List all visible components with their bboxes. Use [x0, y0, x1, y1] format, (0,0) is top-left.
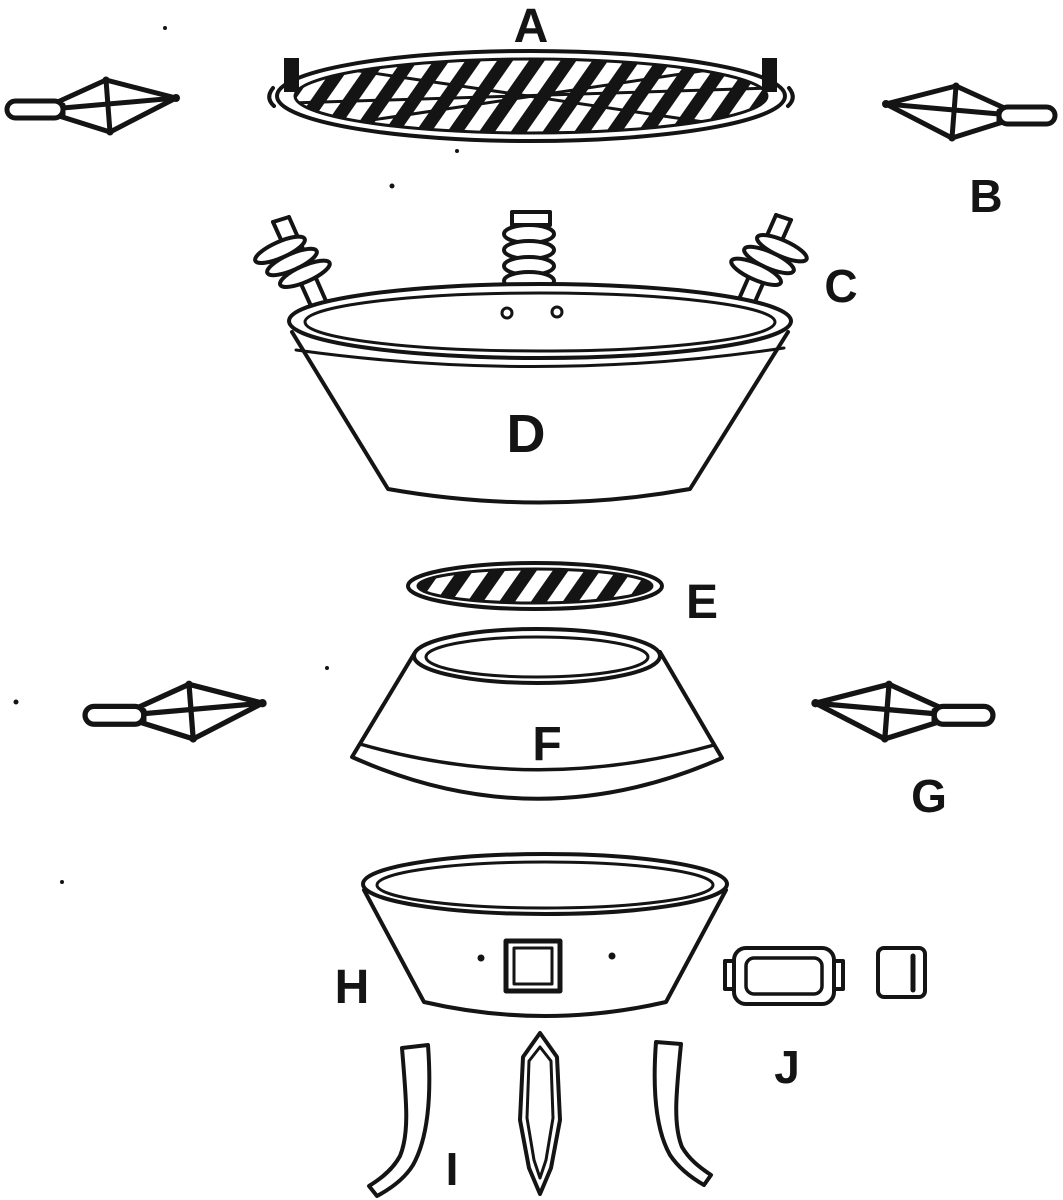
part-a-cooking-grate-drawing — [267, 49, 795, 143]
leg-right — [652, 1040, 713, 1187]
grate-left-tab — [284, 58, 299, 92]
bolt-hole — [500, 306, 514, 320]
bowl-rim-inner — [303, 291, 777, 353]
ring-top-inner — [424, 635, 650, 679]
part-j-damper-drawing — [723, 946, 927, 1006]
grate-left-hook — [267, 86, 276, 108]
rivet-dot — [477, 954, 485, 962]
part-label-j: J — [774, 1041, 800, 1093]
part-g-handle-left-drawing — [85, 681, 267, 743]
part-b-handle-left-drawing — [7, 77, 180, 136]
bowl-body — [290, 330, 790, 505]
left-strut-spring — [253, 215, 332, 308]
part-c-springs-drawing — [253, 210, 809, 316]
bowl-seam-line — [294, 346, 786, 369]
vent-opening-inner — [512, 946, 554, 986]
part-b-handle-right-drawing — [882, 83, 1055, 142]
part-d-upper-bowl-drawing — [287, 282, 793, 505]
part-label-e: E — [686, 576, 718, 629]
leg-left — [367, 1043, 432, 1198]
bolt-hole — [550, 305, 564, 319]
part-label-c: C — [824, 260, 857, 312]
part-label-d: D — [507, 404, 546, 464]
base-rim-inner — [375, 860, 715, 910]
grate-wire-lines — [295, 61, 767, 132]
part-labels: A B C D E F G H I J — [335, 0, 1003, 1195]
grate-right-hook — [786, 86, 795, 108]
part-label-i: I — [446, 1143, 459, 1195]
part-i-legs-drawing — [367, 1031, 713, 1198]
damper-frame-inner — [744, 956, 824, 996]
part-g-handle-right-drawing — [811, 681, 993, 743]
damper-plate — [876, 946, 927, 999]
part-e-charcoal-grate-drawing — [406, 561, 664, 611]
part-label-h: H — [335, 961, 370, 1014]
right-strut-spring — [729, 213, 809, 306]
part-h-lower-bowl-drawing — [361, 852, 729, 1018]
grate-right-tab — [762, 58, 777, 92]
scan-specks — [13, 26, 459, 884]
part-label-a: A — [514, 0, 549, 53]
rivet-dot — [608, 952, 616, 960]
charcoal-grate-hatched — [416, 567, 654, 605]
leg-center-inner — [525, 1045, 555, 1180]
part-label-b: B — [969, 170, 1002, 222]
part-f-base-ring-drawing — [350, 627, 724, 801]
part-label-g: G — [911, 770, 947, 822]
ring-band-line — [358, 742, 716, 772]
part-label-f: F — [532, 718, 561, 771]
